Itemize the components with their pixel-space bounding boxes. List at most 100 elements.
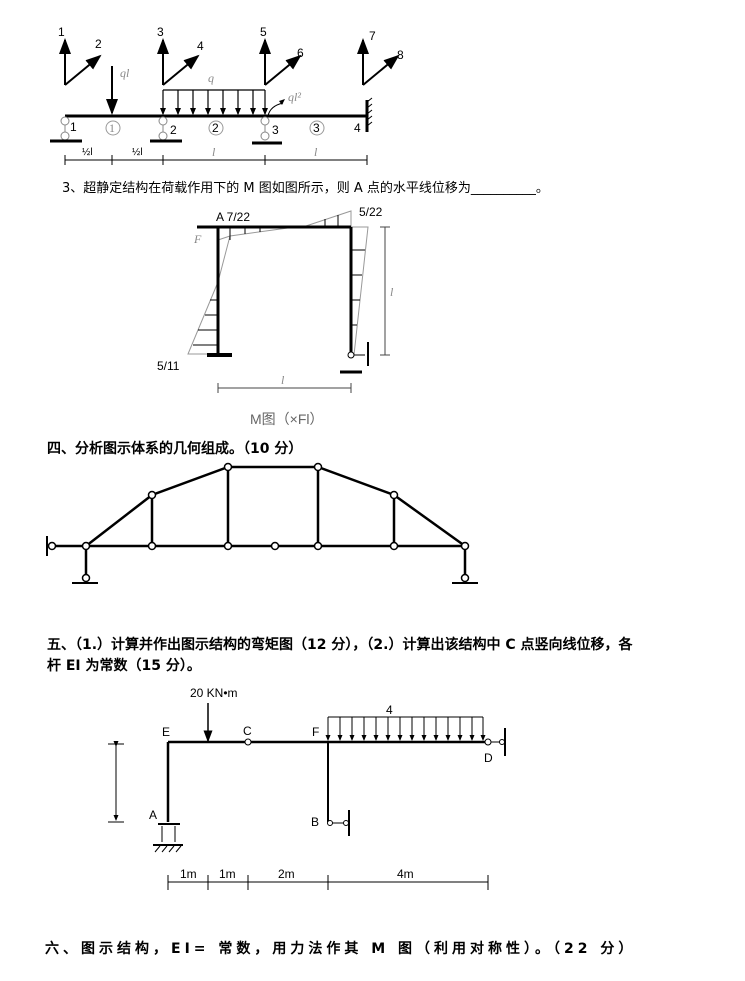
diagram-stroke: [460, 573, 470, 583]
support-a: [153, 823, 183, 853]
diagram-stroke: [260, 116, 270, 126]
diagram-stroke: [327, 820, 333, 826]
label-a: A 7/22: [216, 210, 250, 224]
distributed-load-label: q: [208, 71, 214, 85]
vector-label: 6: [297, 46, 304, 60]
node-number: 2: [170, 123, 177, 137]
moment-load-label: ql²: [288, 90, 301, 104]
diagram-stroke: [362, 54, 400, 86]
diagram-stroke: [60, 116, 70, 126]
dimension-label: 2m: [278, 867, 295, 881]
distributed-load-label: 4: [386, 703, 393, 717]
dimension-label: ½l: [82, 147, 93, 158]
dimension-label: l: [314, 145, 318, 159]
diagram-stroke: [105, 120, 121, 136]
dimension-line: [64, 155, 368, 165]
diagram-stroke: [158, 131, 168, 141]
moment-arrowhead-icon: [279, 99, 285, 105]
distributed-load: [325, 716, 486, 741]
dim-horizontal-label: l: [281, 373, 285, 387]
figure5-frame: 20 KN•m 4 E C F A B D 1m 1m 2m 4m: [108, 686, 506, 890]
dimension-label: 1m: [219, 867, 236, 881]
diagram-stroke: [158, 116, 168, 126]
diagram-stroke: [351, 226, 369, 356]
diagram-stroke: [260, 131, 270, 141]
diagram-stroke: [81, 541, 91, 551]
node-label-b: B: [311, 815, 319, 829]
section-5-line-1: 五、（1.）计算并作出图示结构的弯矩图（12 分），（2.）计算出该结构中 C …: [47, 637, 633, 653]
element-number: 2: [212, 121, 219, 135]
node-label-a: A: [149, 808, 157, 822]
moment-load-label: 20 KN•m: [190, 686, 238, 700]
dimension-label: 1m: [180, 867, 197, 881]
horizontal-dimensions: [167, 875, 489, 890]
element-number-circles: [105, 120, 325, 136]
diagram-stroke: [309, 120, 325, 136]
diagram-stroke: [208, 120, 224, 136]
node-label-e: E: [162, 725, 170, 739]
node-label-c: C: [243, 724, 252, 738]
diagram-stroke: [313, 462, 323, 472]
distributed-load: [160, 89, 268, 116]
diagram-stroke: [64, 54, 102, 86]
vertical-dimension-arrow: [108, 741, 124, 823]
diagram-stroke: [223, 541, 233, 551]
diagram-stroke: [270, 541, 280, 551]
node-label-f: F: [312, 725, 319, 739]
diagram-stroke: [499, 739, 505, 745]
diagram-stroke: [389, 490, 399, 500]
wall-hatch-icon: [366, 97, 373, 127]
node-number: 1: [70, 120, 77, 134]
horizontal-dimension: [217, 383, 352, 393]
vertical-dimension: [380, 226, 390, 356]
vector-label: 8: [397, 48, 404, 62]
diagram-stroke: [147, 541, 157, 551]
vector-label: 3: [157, 25, 164, 39]
moment-diagram-outline: [187, 210, 369, 356]
diagram-stroke: [85, 465, 466, 548]
diagram-stroke: [187, 235, 231, 355]
dimension-label: l: [212, 145, 216, 159]
pin-supports: [60, 116, 270, 141]
diagram-stroke: [264, 54, 302, 86]
label-5-22: 5/22: [359, 205, 383, 219]
vector-label: 7: [369, 29, 376, 43]
node-number: 4: [354, 121, 361, 135]
truss-hinges: [47, 462, 470, 583]
point-load-label: ql: [120, 66, 130, 80]
diagram-stroke: [460, 541, 470, 551]
support-ground: [50, 139, 282, 145]
moment-arc: [267, 102, 284, 117]
element-number: 3: [313, 121, 320, 135]
diagram-stroke: [343, 820, 349, 826]
vector-label: 4: [197, 39, 204, 53]
diagram-stroke: [302, 210, 352, 228]
question-3-text: 3、超静定结构在荷载作用下的 M 图如图所示，则 A 点的水平线位移为_____…: [62, 181, 549, 196]
node-label-d: D: [484, 751, 493, 765]
hinge-c: [244, 738, 252, 746]
section-5-line-2: 杆 EI 为常数（15 分）。: [47, 658, 201, 674]
section-6-title: 六、图示结构，EI= 常数，用力法作其 M 图（利用对称性）。（22 分）: [45, 941, 637, 957]
figure2-frame-moment-diagram: A 7/22 5/22 F 5/11 l l M图（×Fl）: [157, 205, 394, 427]
diagram-stroke: [147, 490, 157, 500]
dimension-label: ½l: [132, 147, 143, 158]
figure4-truss: [46, 462, 478, 584]
vector-label: 2: [95, 37, 102, 51]
node-number: 3: [272, 123, 279, 137]
vector-label: 5: [260, 25, 267, 39]
diagram-stroke: [47, 541, 57, 551]
diagram-stroke: [389, 541, 399, 551]
diagram-stroke: [154, 845, 182, 853]
diagram-stroke: [162, 54, 200, 86]
element-number: 1: [109, 121, 115, 135]
dim-vertical-label: l: [390, 285, 394, 299]
vector-label: 1: [58, 25, 65, 39]
node-vectors: [59, 38, 400, 86]
label-5-11: 5/11: [157, 359, 180, 373]
section-4-title: 四、分析图示体系的几何组成。（10 分）: [47, 441, 303, 457]
figure-caption: M图（×Fl）: [250, 411, 324, 427]
hinge-d: [484, 738, 492, 746]
hinge: [347, 351, 355, 359]
diagram-stroke: [60, 131, 70, 141]
